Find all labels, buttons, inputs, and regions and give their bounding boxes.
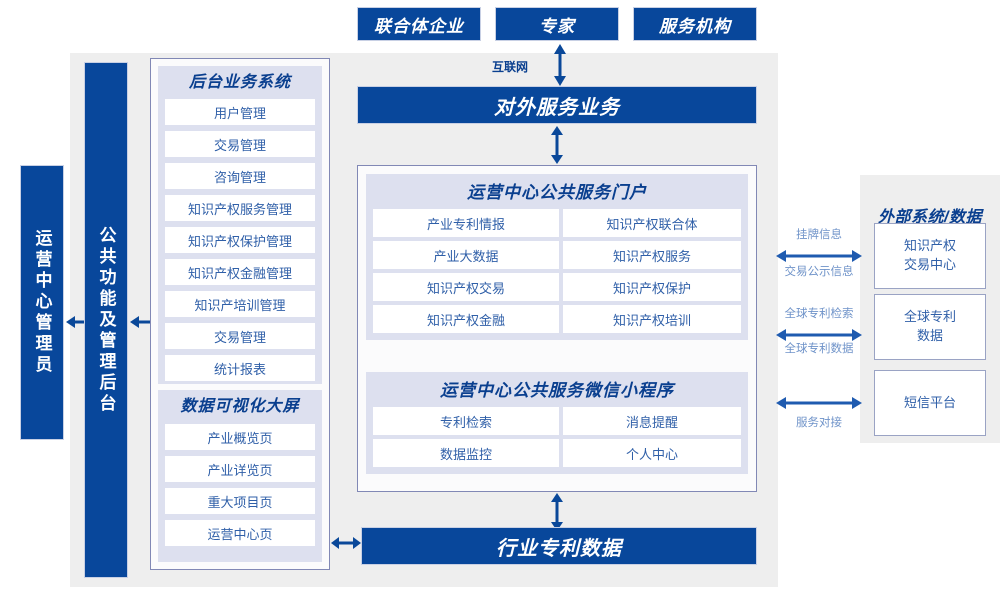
top-actor-0-label: 联合体企业 bbox=[374, 16, 464, 36]
top-actor-2-label: 服务机构 bbox=[659, 16, 731, 36]
portal-item-1[interactable]: 知识产权联合体 bbox=[563, 209, 741, 237]
portal-item-4-label: 知识产权交易 bbox=[426, 280, 505, 296]
miniprogram-item-0-label: 专利检索 bbox=[439, 414, 492, 430]
backend-system-item-8-label: 统计报表 bbox=[213, 361, 266, 377]
external-conn-1-above: 全球专利检索 bbox=[784, 308, 854, 320]
external-box-0[interactable]: 知识产权 交易中心 bbox=[874, 223, 986, 289]
portal-item-3-label: 知识产权服务 bbox=[612, 248, 691, 264]
data-visual-item-3[interactable]: 运营中心页 bbox=[165, 520, 315, 546]
portal-item-2-label: 产业大数据 bbox=[433, 248, 499, 264]
backend-system-item-7-label: 交易管理 bbox=[213, 329, 266, 345]
portal-item-0-label: 产业专利情报 bbox=[426, 216, 505, 232]
data-visual-item-2-label: 重大项目页 bbox=[207, 494, 273, 510]
portal-item-7-label: 知识产权培训 bbox=[612, 312, 691, 328]
backend-system-item-6-label: 知识产培训管理 bbox=[194, 297, 286, 313]
internet-label: 互联网 bbox=[492, 60, 529, 74]
external-conn-0-below: 交易公示信息 bbox=[784, 266, 854, 278]
backoffice-industry-arrow-icon bbox=[331, 537, 361, 549]
backend-system-item-4[interactable]: 知识产权保护管理 bbox=[165, 227, 315, 253]
miniprogram-item-2[interactable]: 数据监控 bbox=[373, 439, 559, 467]
internet-arrow-icon bbox=[554, 44, 566, 86]
portal-item-7[interactable]: 知识产权培训 bbox=[563, 305, 741, 333]
data-visual-item-1[interactable]: 产业详览页 bbox=[165, 456, 315, 482]
external-service-bar[interactable]: 对外服务业务 bbox=[357, 86, 757, 124]
portal-item-6[interactable]: 知识产权金融 bbox=[373, 305, 559, 333]
backend-system-item-5[interactable]: 知识产权金融管理 bbox=[165, 259, 315, 285]
portal-item-6-label: 知识产权金融 bbox=[426, 312, 505, 328]
portal-title: 运营中心公共服务门户 bbox=[467, 183, 647, 202]
backend-system-item-8[interactable]: 统计报表 bbox=[165, 355, 315, 381]
top-actor-1-label: 专家 bbox=[539, 16, 575, 36]
miniprogram-item-0[interactable]: 专利检索 bbox=[373, 407, 559, 435]
external-box-0-label: 知识产权 交易中心 bbox=[903, 238, 956, 272]
portal-item-5[interactable]: 知识产权保护 bbox=[563, 273, 741, 301]
industry-data-bar-label: 行业专利数据 bbox=[496, 537, 622, 560]
data-visual-item-3-label: 运营中心页 bbox=[207, 526, 273, 542]
portal-item-1-label: 知识产权联合体 bbox=[606, 216, 698, 232]
portal-item-2[interactable]: 产业大数据 bbox=[373, 241, 559, 269]
external-conn-2-arrow-icon bbox=[776, 397, 862, 409]
external-systems-title: 外部系统/数据 bbox=[878, 209, 982, 226]
external-box-2-label: 短信平台 bbox=[903, 394, 956, 410]
top-actor-1[interactable]: 专家 bbox=[495, 7, 619, 41]
data-visual-item-2[interactable]: 重大项目页 bbox=[165, 488, 315, 514]
external-conn-1-below: 全球专利数据 bbox=[784, 343, 854, 355]
external-conn-1-arrow-icon bbox=[776, 329, 862, 341]
left-actor-label: 运营中心管理员 bbox=[32, 229, 52, 376]
backend-system-item-2[interactable]: 咨询管理 bbox=[165, 163, 315, 189]
backend-system-item-0-label: 用户管理 bbox=[213, 105, 266, 121]
industry-data-bar[interactable]: 行业专利数据 bbox=[361, 527, 757, 565]
service-portal-arrow-icon bbox=[551, 126, 563, 164]
backend-system-item-3[interactable]: 知识产权服务管理 bbox=[165, 195, 315, 221]
portal-item-3[interactable]: 知识产权服务 bbox=[563, 241, 741, 269]
external-conn-2-below: 服务对接 bbox=[796, 417, 842, 429]
backend-system-item-6[interactable]: 知识产培训管理 bbox=[165, 291, 315, 317]
external-conn-0-above: 挂牌信息 bbox=[796, 229, 842, 241]
miniprogram-item-2-label: 数据监控 bbox=[439, 446, 492, 462]
backend-system-item-4-label: 知识产权保护管理 bbox=[187, 233, 292, 249]
backend-system-item-2-label: 咨询管理 bbox=[213, 169, 266, 185]
external-box-1[interactable]: 全球专利 数据 bbox=[874, 294, 986, 360]
left-actor-bar[interactable]: 运营中心管理员 bbox=[20, 165, 64, 440]
portal-item-0[interactable]: 产业专利情报 bbox=[373, 209, 559, 237]
miniprogram-item-1[interactable]: 消息提醒 bbox=[563, 407, 741, 435]
top-actor-0[interactable]: 联合体企业 bbox=[357, 7, 481, 41]
common-backend-bar[interactable]: 公共功能及管理后台 bbox=[84, 62, 128, 578]
miniprogram-item-1-label: 消息提醒 bbox=[625, 414, 678, 430]
data-visual-item-0-label: 产业概览页 bbox=[207, 430, 273, 446]
top-actor-2[interactable]: 服务机构 bbox=[633, 7, 757, 41]
miniprogram-item-3-label: 个人中心 bbox=[625, 446, 678, 462]
backend-system-title: 后台业务系统 bbox=[188, 74, 291, 91]
common-backend-label: 公共功能及管理后台 bbox=[96, 225, 116, 415]
backend-system-item-1-label: 交易管理 bbox=[213, 137, 266, 153]
center-industry-arrow-icon bbox=[551, 493, 563, 531]
backend-system-item-0[interactable]: 用户管理 bbox=[165, 99, 315, 125]
backend-system-item-5-label: 知识产权金融管理 bbox=[187, 265, 292, 281]
backend-system-item-1[interactable]: 交易管理 bbox=[165, 131, 315, 157]
external-conn-0-arrow-icon bbox=[776, 250, 862, 262]
data-visual-item-1-label: 产业详览页 bbox=[207, 462, 273, 478]
backend-system-item-3-label: 知识产权服务管理 bbox=[187, 201, 292, 217]
backend-system-item-7[interactable]: 交易管理 bbox=[165, 323, 315, 349]
miniprogram-item-3[interactable]: 个人中心 bbox=[563, 439, 741, 467]
external-box-2[interactable]: 短信平台 bbox=[874, 370, 986, 436]
external-box-1-label: 全球专利 数据 bbox=[903, 309, 956, 343]
miniprogram-title: 运营中心公共服务微信小程序 bbox=[440, 381, 674, 400]
external-service-bar-label: 对外服务业务 bbox=[494, 96, 620, 119]
data-visual-title: 数据可视化大屏 bbox=[180, 398, 300, 415]
portal-item-4[interactable]: 知识产权交易 bbox=[373, 273, 559, 301]
data-visual-item-0[interactable]: 产业概览页 bbox=[165, 424, 315, 450]
portal-item-5-label: 知识产权保护 bbox=[612, 280, 691, 296]
